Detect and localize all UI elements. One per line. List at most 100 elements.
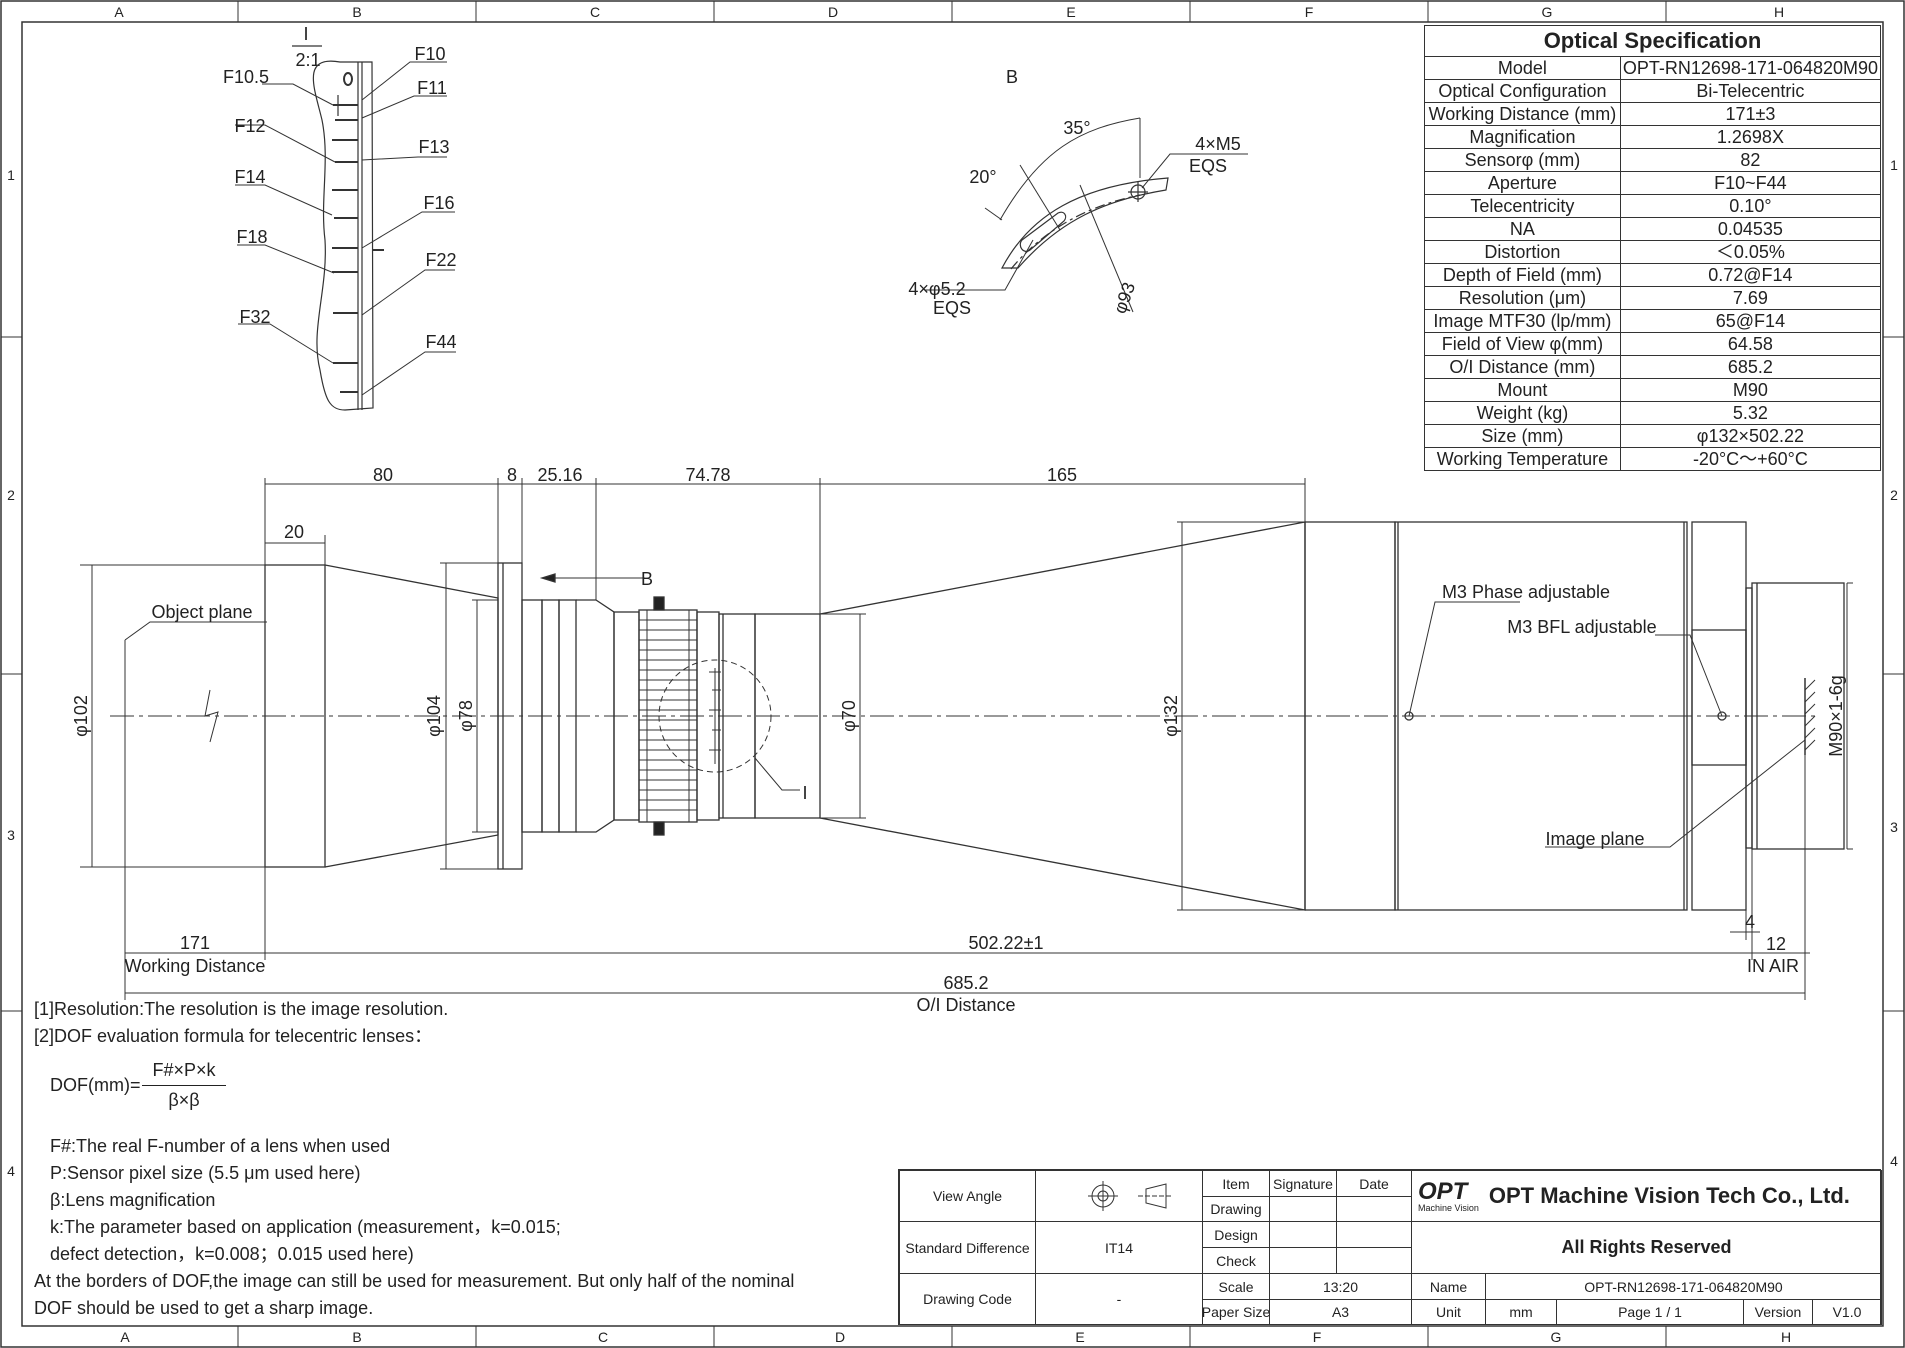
dim-m90-thread: M90×1-6g	[1826, 675, 1846, 757]
spec-value: 64.58	[1619, 332, 1882, 356]
zone-row-label: 2	[7, 487, 15, 503]
spec-value: M90	[1619, 378, 1882, 402]
working-distance-label: Working Distance	[125, 956, 266, 976]
detail-i-scale: 2:1	[295, 50, 320, 70]
aperture-mark: F13	[418, 137, 449, 157]
paper-size-label: Paper Size	[1202, 1299, 1270, 1325]
version-value: V1.0	[1812, 1299, 1882, 1325]
date-header: Date	[1336, 1170, 1412, 1197]
zone-col-label: D	[835, 1329, 845, 1345]
spec-value: 0.10°	[1619, 194, 1882, 218]
dim-20: 20	[284, 522, 304, 542]
in-air-label: IN AIR	[1747, 956, 1799, 976]
hole-eqs-label: EQS	[933, 298, 971, 318]
spec-value: Bi-Telecentric	[1619, 79, 1882, 103]
spec-row: Sensorφ (mm)82	[1424, 148, 1882, 172]
m3-bfl-label: M3 BFL adjustable	[1507, 617, 1656, 637]
opt-logo: OPT Machine Vision	[1418, 1177, 1479, 1213]
zone-row-label: 3	[1890, 819, 1898, 835]
detail-ref-i: I	[802, 783, 807, 803]
zone-col-label: F	[1305, 4, 1314, 20]
aperture-mark: F10.5	[223, 67, 269, 87]
note-line: F#:The real F-number of a lens when used	[50, 1136, 391, 1156]
drawing-signature	[1269, 1196, 1337, 1222]
aperture-mark: F12	[234, 116, 265, 136]
zone-col-label: G	[1551, 1329, 1562, 1345]
zone-col-label: A	[114, 4, 124, 20]
projection-symbol	[1088, 1181, 1172, 1211]
note-line: k:The parameter based on application (me…	[50, 1217, 561, 1237]
m3-phase-label: M3 Phase adjustable	[1442, 582, 1610, 602]
zone-col-label: H	[1774, 4, 1784, 20]
logo-text: OPT	[1418, 1177, 1468, 1205]
spec-row: Field of View φ(mm)64.58	[1424, 332, 1882, 356]
dim-12: 12	[1766, 934, 1786, 954]
spec-value: 0.72@F14	[1619, 263, 1882, 287]
spec-key: Magnification	[1424, 125, 1621, 149]
all-rights-reserved: All Rights Reserved	[1411, 1221, 1882, 1274]
spec-value: 65@F14	[1619, 309, 1882, 333]
zone-row-label: 1	[7, 167, 15, 183]
object-plane-label: Object plane	[151, 602, 252, 622]
dimensions	[80, 478, 1853, 1000]
dim-80: 80	[373, 465, 393, 485]
dim-171: 171	[180, 933, 210, 953]
drawing-code-label: Drawing Code	[899, 1273, 1036, 1325]
aperture-mark: F44	[425, 332, 456, 352]
spec-value: F10~F44	[1619, 171, 1882, 195]
zone-col-label: F	[1313, 1329, 1322, 1345]
dim-165: 165	[1047, 465, 1077, 485]
zone-row-label: 2	[1890, 487, 1898, 503]
angle-label: 20°	[969, 167, 996, 187]
zone-row-label: 1	[1890, 157, 1898, 173]
aperture-mark: F10	[414, 44, 445, 64]
hole-label: 4×φ5.2	[908, 279, 965, 299]
logo-subtitle: Machine Vision	[1418, 1202, 1479, 1213]
name-label: Name	[1411, 1273, 1486, 1300]
thread-eqs-label: EQS	[1189, 156, 1227, 176]
design-row-label: Design	[1202, 1221, 1270, 1248]
dim-phi70: φ70	[839, 700, 859, 732]
check-row-label: Check	[1202, 1247, 1270, 1274]
spec-key: Mount	[1424, 378, 1621, 402]
page-indicator: Page 1 / 1	[1556, 1299, 1744, 1325]
zone-col-label: B	[352, 1329, 361, 1345]
pcd-label: φ93	[1110, 280, 1140, 317]
spec-key: Field of View φ(mm)	[1424, 332, 1621, 356]
spec-row: O/I Distance (mm)685.2	[1424, 355, 1882, 379]
note-line: At the borders of DOF,the image can stil…	[34, 1271, 795, 1291]
dimension-labels: 80 8 25.16 74.78 165 20 φ102 φ104 φ78 φ7…	[71, 465, 1846, 1015]
thread-label: 4×M5	[1195, 134, 1241, 154]
formula-lhs: DOF(mm)=	[50, 1075, 141, 1095]
signature-header: Signature	[1269, 1170, 1337, 1197]
spec-key: Image MTF30 (lp/mm)	[1424, 309, 1621, 333]
notes-definitions: F#:The real F-number of a lens when used…	[34, 1133, 794, 1322]
aperture-mark: F18	[236, 227, 267, 247]
spec-value: 5.32	[1619, 401, 1882, 425]
spec-key: Sensorφ (mm)	[1424, 148, 1621, 172]
dof-formula: DOF(mm)= F#×P×k β×β	[50, 1060, 226, 1111]
spec-key: Depth of Field (mm)	[1424, 263, 1621, 287]
dim-685-2: 685.2	[943, 973, 988, 993]
item-header: Item	[1202, 1170, 1270, 1197]
lens-body	[110, 521, 1845, 911]
detail-i-label: I	[303, 24, 308, 44]
note-resolution: [1]Resolution:The resolution is the imag…	[34, 999, 449, 1019]
aperture-mark: F22	[425, 250, 456, 270]
view-arrow-b: B	[641, 569, 653, 589]
zone-row-label: 4	[1890, 1153, 1898, 1169]
aperture-mark: F32	[239, 307, 270, 327]
spec-value: 7.69	[1619, 286, 1882, 310]
spec-key: Resolution (μm)	[1424, 286, 1621, 310]
zone-labels: A B C D E F G H A B C D E F G H 1 2 3 4 …	[7, 4, 1898, 1345]
dim-phi102: φ102	[71, 695, 91, 737]
drawing-date	[1336, 1196, 1412, 1222]
drawing-code-value: -	[1035, 1273, 1203, 1325]
note-line: P:Sensor pixel size (5.5 μm used here)	[50, 1163, 361, 1183]
aperture-mark: F11	[417, 78, 447, 98]
